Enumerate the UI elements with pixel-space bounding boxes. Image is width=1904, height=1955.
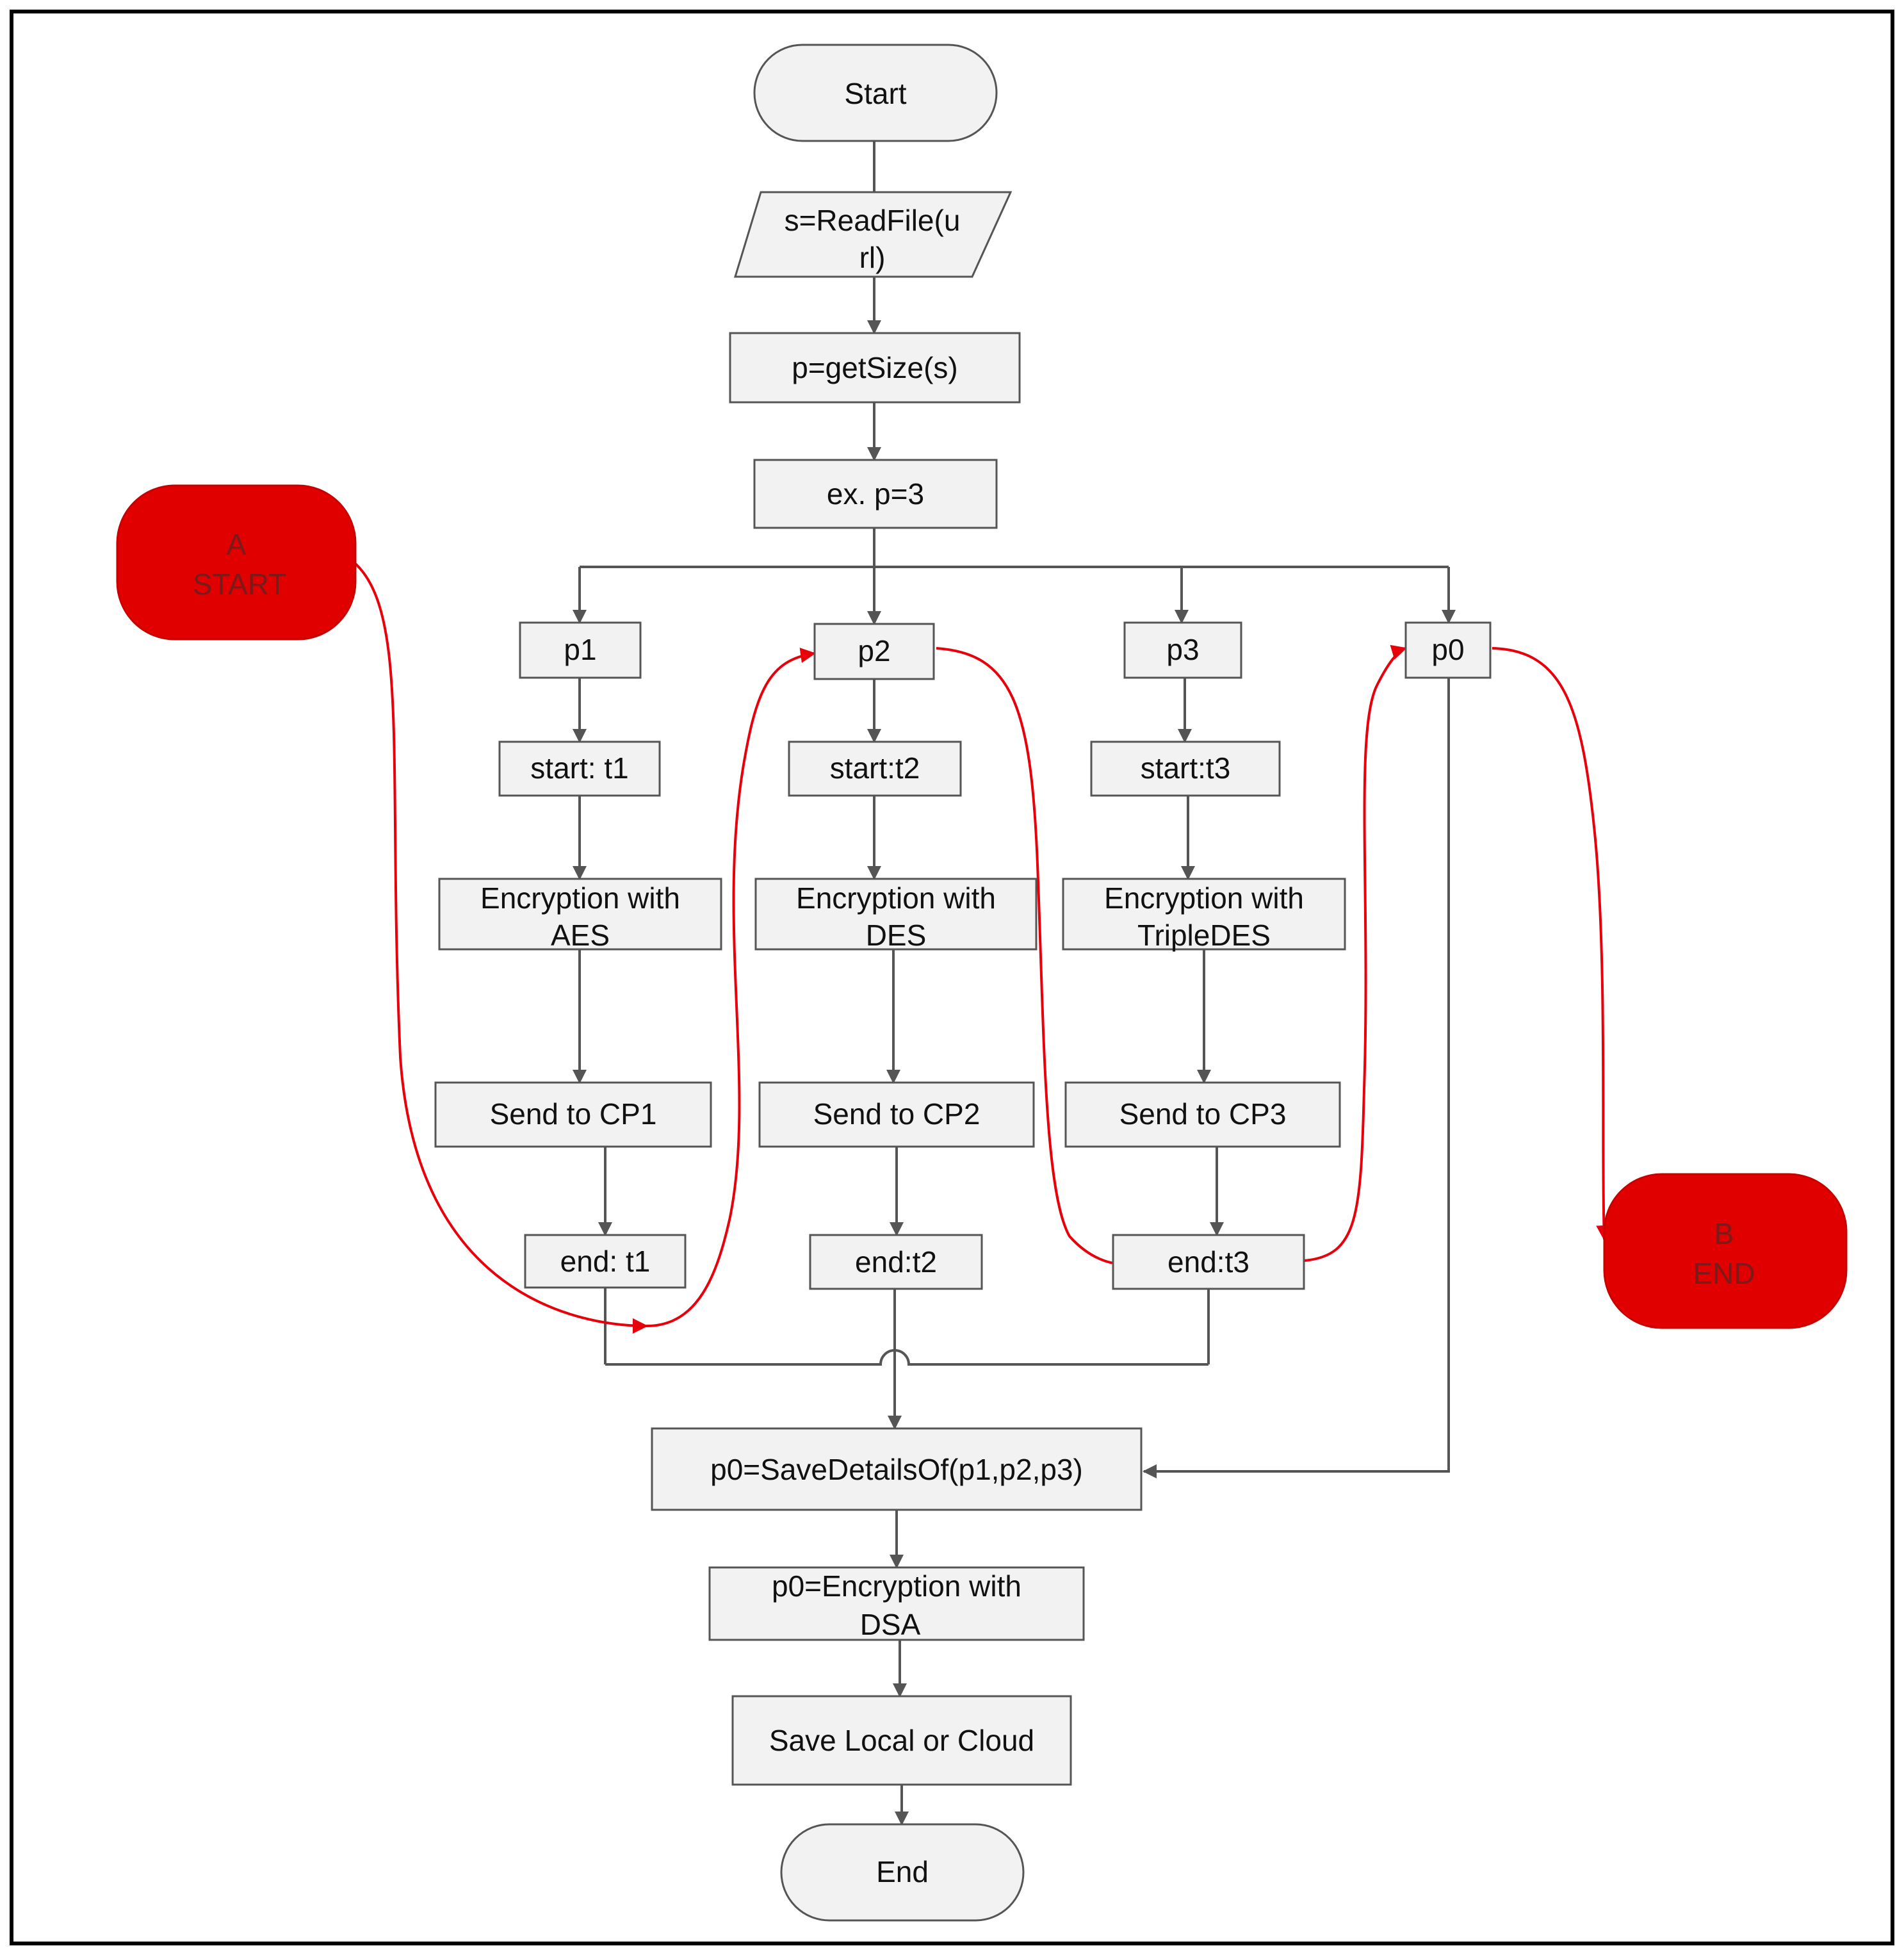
timeline-p0-to-b <box>1492 647 1612 1241</box>
p1-label: p1 <box>564 633 596 666</box>
start-t1-label: start: t1 <box>530 751 628 785</box>
encrypt-dsa-box: p0=Encryption with DSA <box>708 1566 1085 1641</box>
timeline-t3-to-p0 <box>1304 644 1407 1262</box>
start-t3-label: start:t3 <box>1141 751 1231 785</box>
encrypt-des-line-1: Encryption with <box>796 881 996 915</box>
encrypt-tripledes-line-1: Encryption with <box>1104 881 1304 915</box>
p3-box: p3 <box>1123 621 1242 679</box>
end-t3-box: end:t3 <box>1112 1234 1305 1290</box>
send-cp2-label: Send to CP2 <box>813 1097 980 1131</box>
marker-a-line-2: START <box>193 568 287 601</box>
save-location-label: Save Local or Cloud <box>769 1724 1034 1757</box>
p0-box: p0 <box>1404 621 1492 679</box>
send-cp1-box: Send to CP1 <box>434 1081 712 1148</box>
encrypt-tripledes-box: Encryption with TripleDES <box>1062 878 1346 952</box>
connector-merge-line <box>605 1349 1208 1366</box>
connector-p0-save <box>1143 678 1450 1478</box>
p2-box: p2 <box>813 623 935 680</box>
start-t2-label: start:t2 <box>830 751 920 785</box>
save-location-box: Save Local or Cloud <box>731 1695 1072 1786</box>
marker-b-line-1: B <box>1714 1217 1734 1250</box>
example-label: ex. p=3 <box>827 477 924 511</box>
timeline-t1-to-p2 <box>646 648 816 1327</box>
read-file-line-1: s=ReadFile(u <box>785 204 961 237</box>
end-terminator: End <box>780 1823 1025 1922</box>
save-details-label: p0=SaveDetailsOf(p1,p2,p3) <box>710 1453 1083 1486</box>
p0-label: p0 <box>1431 633 1464 666</box>
encrypt-des-line-2: DES <box>866 919 927 952</box>
read-file-line-2: rl) <box>859 241 886 274</box>
start-t3-box: start:t3 <box>1090 740 1281 797</box>
start-t2-box: start:t2 <box>788 740 962 797</box>
send-cp3-label: Send to CP3 <box>1119 1097 1287 1131</box>
marker-b-end: B END <box>1603 1173 1848 1329</box>
marker-b-line-2: END <box>1693 1257 1755 1290</box>
encrypt-tripledes-line-2: TripleDES <box>1137 919 1271 952</box>
send-cp2-box: Send to CP2 <box>758 1081 1035 1148</box>
encrypt-des-box: Encryption with DES <box>754 878 1037 952</box>
encrypt-dsa-line-1: p0=Encryption with <box>772 1569 1021 1603</box>
send-cp1-label: Send to CP1 <box>490 1097 657 1131</box>
encrypt-dsa-line-2: DSA <box>860 1608 921 1641</box>
end-label: End <box>876 1855 929 1888</box>
end-t2-label: end:t2 <box>855 1245 937 1279</box>
connectors <box>573 141 1456 1826</box>
p3-label: p3 <box>1166 633 1199 666</box>
marker-a-start: A START <box>116 484 357 641</box>
end-t1-label: end: t1 <box>560 1245 651 1278</box>
get-size-process: p=getSize(s) <box>729 332 1021 404</box>
timeline-p2-to-t3 <box>936 647 1128 1272</box>
start-terminator: Start <box>753 44 998 142</box>
end-t3-label: end:t3 <box>1168 1245 1249 1279</box>
example-process: ex. p=3 <box>753 459 998 529</box>
save-details-box: p0=SaveDetailsOf(p1,p2,p3) <box>651 1427 1143 1511</box>
start-label: Start <box>844 77 906 110</box>
encrypt-aes-box: Encryption with AES <box>438 878 722 952</box>
start-t1-box: start: t1 <box>498 740 661 797</box>
end-t1-box: end: t1 <box>524 1234 687 1289</box>
encrypt-aes-line-1: Encryption with <box>480 881 680 915</box>
marker-a-line-1: A <box>227 528 247 561</box>
end-t2-box: end:t2 <box>809 1234 983 1290</box>
p1-box: p1 <box>519 621 642 679</box>
encrypt-aes-line-2: AES <box>551 919 610 952</box>
timeline-a-to-t1 <box>354 562 648 1334</box>
get-size-label: p=getSize(s) <box>792 351 958 384</box>
send-cp3-box: Send to CP3 <box>1064 1081 1341 1148</box>
outer-border <box>10 10 1894 1945</box>
timeline-paths <box>354 562 1612 1334</box>
read-file-input: s=ReadFile(u rl) <box>733 191 1013 278</box>
p2-label: p2 <box>858 634 890 667</box>
